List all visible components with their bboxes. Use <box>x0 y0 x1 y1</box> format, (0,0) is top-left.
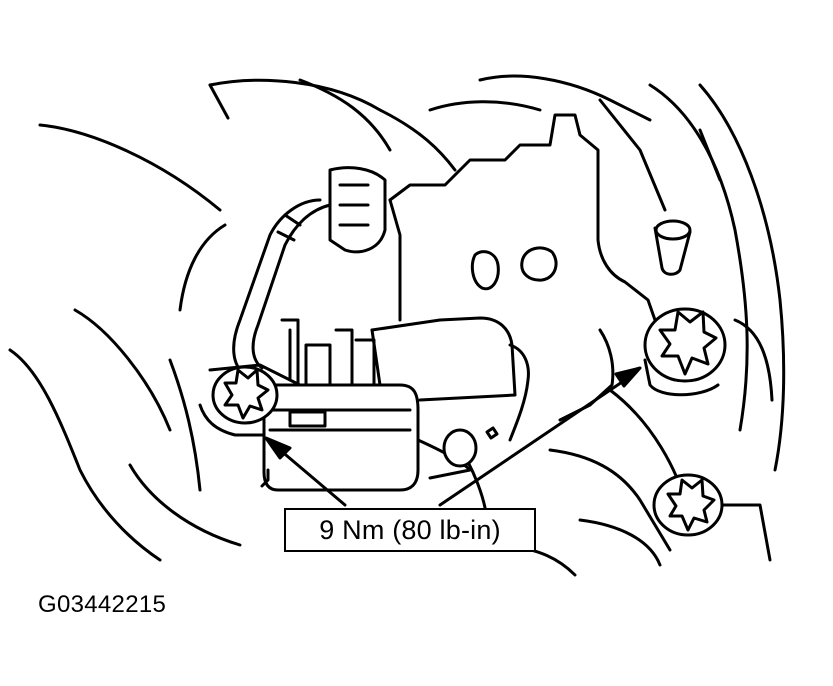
mounting-bracket <box>198 113 657 437</box>
wiring-harness <box>232 166 387 377</box>
arrow-icon <box>264 366 642 507</box>
torx-bolt-left <box>211 365 279 425</box>
torque-spec-label: 9 Nm (80 lb-in) <box>284 508 536 552</box>
figure-id: G03442215 <box>38 591 167 618</box>
torx-bolt-right <box>643 307 727 397</box>
engine-housing-outline <box>8 74 786 577</box>
torx-bolt-lower-right <box>652 473 724 537</box>
sensor-assembly <box>260 316 530 492</box>
dowel-pin <box>653 219 692 276</box>
